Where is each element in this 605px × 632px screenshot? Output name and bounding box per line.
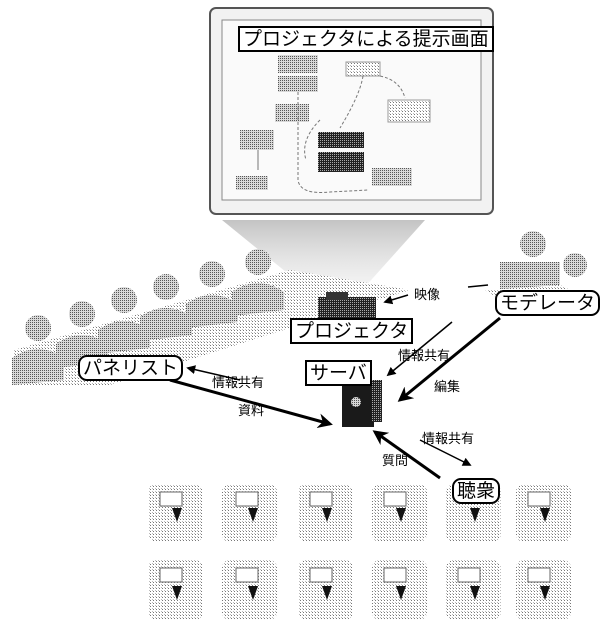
label-panelist: パネリスト: [78, 355, 183, 381]
label-projector: プロジェクタ: [290, 318, 413, 344]
arrow-label-edit: 編集: [434, 376, 460, 395]
arrow-label-video: 映像: [414, 284, 440, 303]
label-moderator: モデレータ: [495, 290, 600, 316]
arrow-label-materials: 資料: [238, 400, 264, 419]
arrow-label-question: 質問: [382, 450, 408, 469]
arrow-label-share-panelist: 情報共有: [212, 372, 264, 391]
server-device: [342, 380, 382, 427]
audience-back-row: [148, 560, 571, 620]
audience-figures: [148, 484, 571, 620]
screen-title: プロジェクタによる提示画面: [238, 26, 494, 52]
arrow-video: [468, 285, 488, 287]
audience-front-row: [148, 484, 571, 542]
arrow-label-share-moderator: 情報共有: [398, 345, 450, 364]
arrow-label-share-audience: 情報共有: [422, 428, 474, 447]
label-server: サーバ: [305, 360, 372, 386]
label-audience: 聴衆: [452, 478, 500, 504]
